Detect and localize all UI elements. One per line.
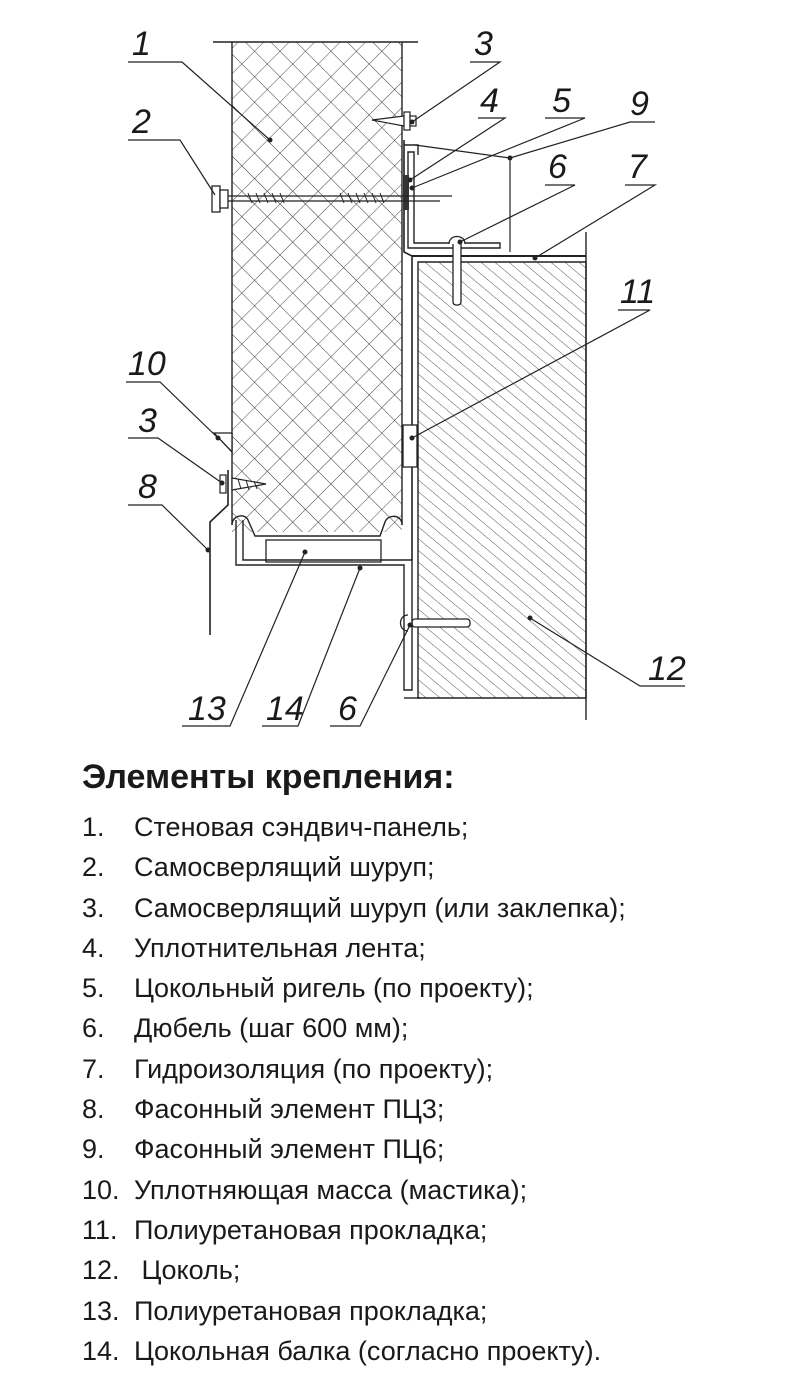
legend-item-text: Полиуретановая прокладка; <box>134 1295 488 1326</box>
sealing-tape <box>403 175 409 210</box>
legend-item: 11. Полиуретановая прокладка; <box>82 1210 782 1250</box>
legend-item-text: Дюбель (шаг 600 мм); <box>134 1013 409 1044</box>
lower-dowel <box>399 614 471 632</box>
legend-item: 13. Полиуретановая прокладка; <box>82 1291 782 1331</box>
legend-item-text: Самосверлящий шуруп; <box>134 852 435 883</box>
legend-item-text: Стеновая сэндвич-панель; <box>134 812 469 842</box>
legend-item-number: 6. <box>82 1013 105 1044</box>
legend-item: 4. Уплотнительная лента; <box>82 928 782 968</box>
legend-item-number: 13. <box>82 1295 120 1326</box>
callout-5: 5 <box>552 82 571 120</box>
upper-dowel <box>448 235 466 306</box>
legend-item-text: Цоколь; <box>134 1255 241 1286</box>
legend-item-text: Гидроизоляция (по проекту); <box>134 1053 494 1084</box>
legend-item-text: Уплотняющая масса (мастика); <box>134 1174 528 1205</box>
legend-item: 14. Цокольная балка (согласно проекту). <box>82 1331 782 1371</box>
legend-item: 12. Цоколь; <box>82 1250 782 1290</box>
legend-item-number: 2. <box>82 852 105 883</box>
callout-7: 7 <box>628 148 648 186</box>
legend-item-number: 1. <box>82 812 105 842</box>
wall-base-section-drawing: 1 2 3 4 5 9 6 7 11 10 3 8 12 13 14 6 <box>126 25 686 728</box>
base-girder <box>407 151 501 249</box>
legend-item-number: 10. <box>82 1174 120 1205</box>
callout-10: 10 <box>128 345 166 383</box>
legend-item: 7. Гидроизоляция (по проекту); <box>82 1049 782 1089</box>
legend-item-text: Самосверлящий шуруп (или заклепка); <box>134 892 626 923</box>
legend-item-text: Уплотнительная лента; <box>134 932 426 963</box>
legend-item-number: 14. <box>82 1335 120 1366</box>
legend-item-number: 8. <box>82 1094 105 1125</box>
legend-item: 1. Стеновая сэндвич-панель; <box>82 807 782 847</box>
pu-gasket-11 <box>402 424 418 468</box>
legend-item-text: Цокольный ригель (по проекту); <box>134 973 534 1004</box>
legend: Элементы крепления: 1. Стеновая сэндвич-п… <box>82 755 782 1371</box>
legend-item-text: Цокольная балка (согласно проекту). <box>134 1335 602 1366</box>
legend-item: 10. Уплотняющая масса (мастика); <box>82 1170 782 1210</box>
legend-item: 8. Фасонный элемент ПЦ3; <box>82 1089 782 1129</box>
callout-2: 2 <box>131 103 151 141</box>
pu-gasket-13 <box>265 539 382 563</box>
legend-item-number: 9. <box>82 1134 105 1165</box>
legend-item: 3. Самосверлящий шуруп (или заклепка); <box>82 888 782 928</box>
legend-item-text: Фасонный элемент ПЦ6; <box>134 1134 445 1165</box>
legend-item-text: Полиуретановая прокладка; <box>134 1214 488 1245</box>
legend-list: 1. Стеновая сэндвич-панель; 2. Самосверлящ… <box>82 807 782 1371</box>
callout-6-top: 6 <box>548 148 567 186</box>
legend-item-number: 4. <box>82 932 105 963</box>
callout-8: 8 <box>138 468 157 506</box>
legend-item: 9. Фасонный элемент ПЦ6; <box>82 1129 782 1169</box>
callout-4: 4 <box>480 82 499 120</box>
callout-11: 11 <box>620 273 655 311</box>
callout-12: 12 <box>648 650 686 688</box>
legend-item-number: 7. <box>82 1053 105 1084</box>
self-drilling-screw <box>211 185 452 213</box>
callout-3-top: 3 <box>474 25 493 63</box>
legend-item: 6. Дюбель (шаг 600 мм); <box>82 1008 782 1048</box>
plinth <box>417 232 587 720</box>
sealant-mastic <box>212 432 233 454</box>
callout-1: 1 <box>132 25 151 63</box>
callout-13: 13 <box>188 690 226 728</box>
legend-item-text: Фасонный элемент ПЦ3; <box>134 1094 445 1125</box>
flashing-pc3 <box>209 470 229 635</box>
legend-item: 5. Цокольный ригель (по проекту); <box>82 968 782 1008</box>
leader-lines <box>126 61 685 727</box>
legend-item-number: 3. <box>82 892 105 923</box>
callout-6-bottom: 6 <box>338 690 357 728</box>
base-beam <box>235 520 413 691</box>
callout-9: 9 <box>630 85 649 123</box>
callout-14: 14 <box>266 690 304 728</box>
legend-item-number: 5. <box>82 973 105 1004</box>
legend-item-number: 11. <box>82 1214 118 1245</box>
legend-title: Элементы крепления: <box>82 758 455 796</box>
leader-dots <box>205 119 538 628</box>
legend-item: 2. Самосверлящий шуруп; <box>82 847 782 887</box>
legend-item-number: 12. <box>82 1255 120 1286</box>
callout-3-bottom: 3 <box>138 402 157 440</box>
